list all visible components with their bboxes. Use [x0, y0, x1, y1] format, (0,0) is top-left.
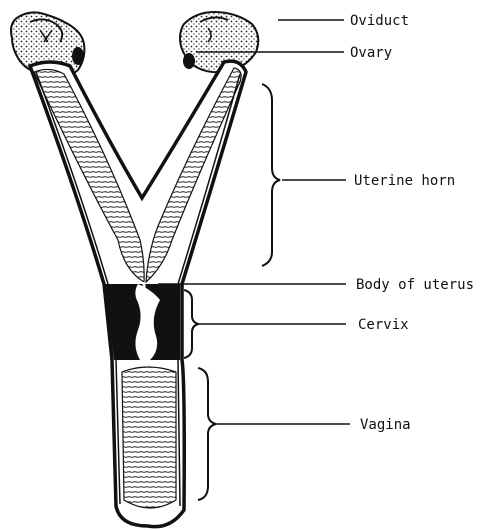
right-ovary: [183, 53, 195, 69]
left-ovary: [72, 47, 84, 65]
ovary-label: Ovary: [350, 45, 392, 61]
uterine-horn-bracket: [262, 84, 280, 266]
cervix-bracket: [184, 290, 198, 358]
body-of-uterus-label: Body of uterus: [356, 277, 474, 293]
cervix-label: Cervix: [358, 317, 409, 333]
vagina-label: Vagina: [360, 417, 411, 433]
vaginal-lumen: [122, 367, 176, 508]
oviduct-label: Oviduct: [350, 13, 409, 29]
uterine-horn-label: Uterine horn: [354, 173, 455, 189]
vagina-bracket: [198, 368, 216, 500]
